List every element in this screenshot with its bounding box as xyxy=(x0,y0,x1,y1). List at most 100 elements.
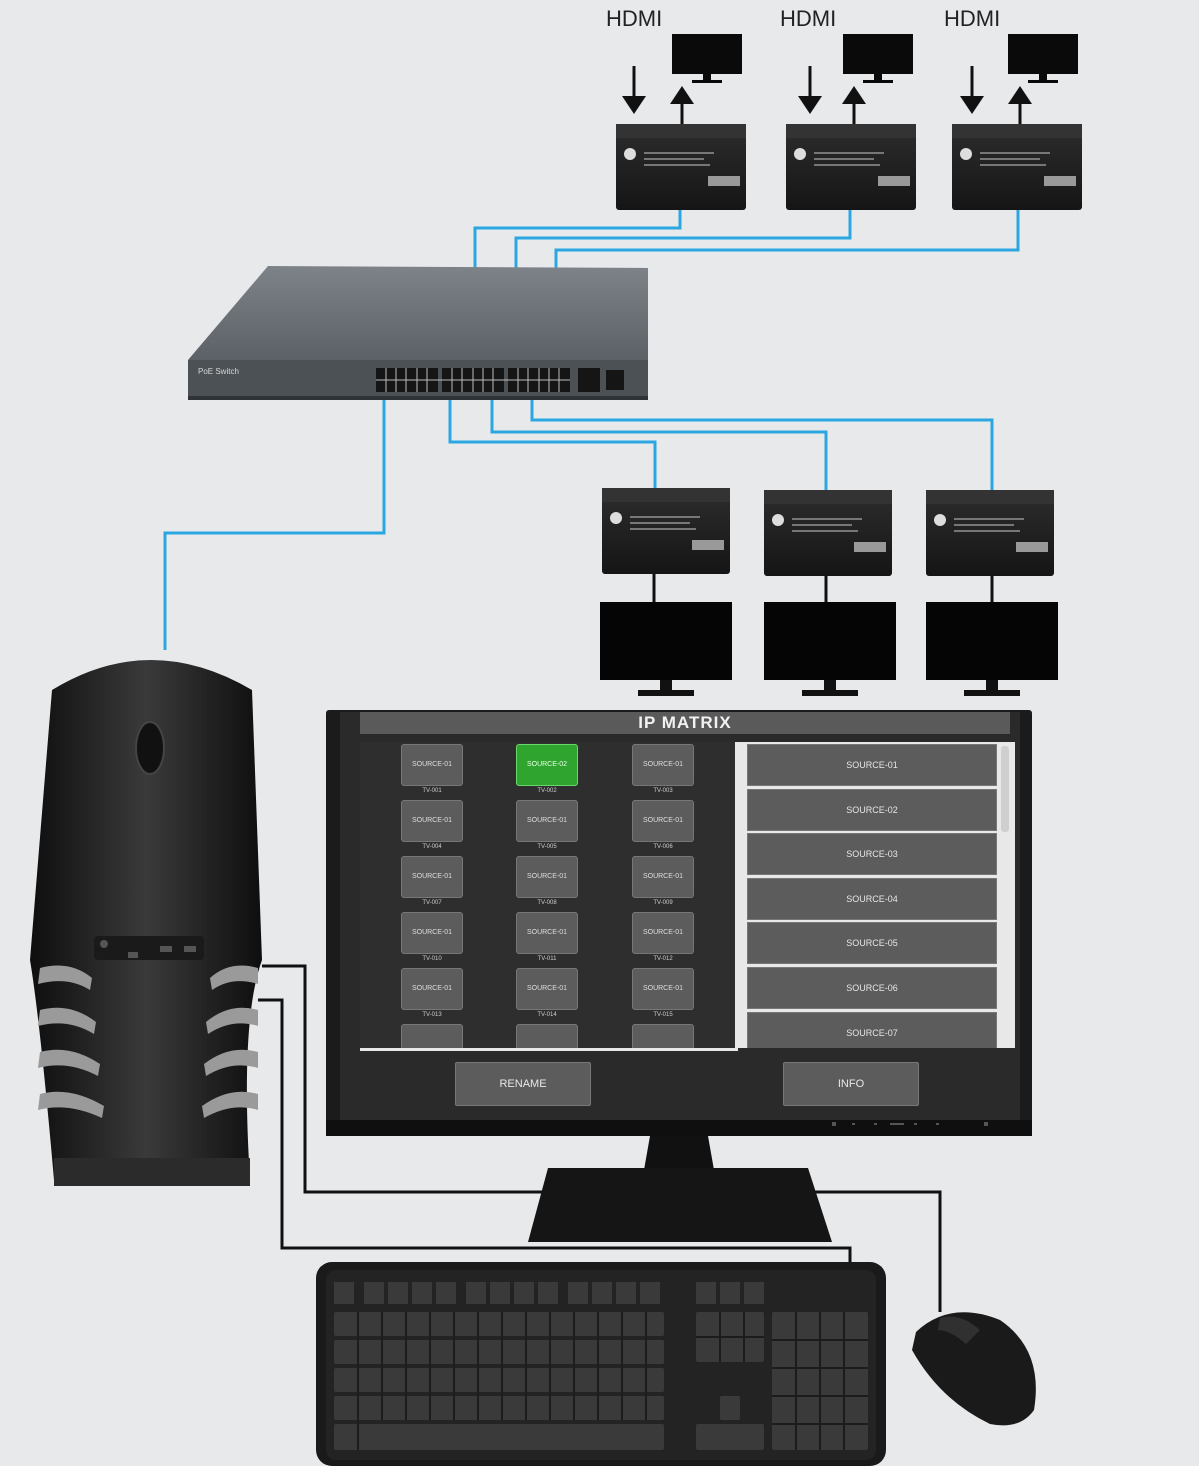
encoder-boxes xyxy=(616,124,1082,210)
encoder-inputs xyxy=(622,34,1078,124)
mouse xyxy=(912,1312,1036,1426)
tv-label: TV-006 xyxy=(653,844,673,850)
encoder-box-3 xyxy=(952,124,1082,210)
tv-source-button[interactable]: SOURCE-01 xyxy=(516,912,578,954)
decoder-box-1 xyxy=(602,488,730,602)
tv-label: TV-001 xyxy=(422,788,442,794)
tv-label: TV-003 xyxy=(653,788,673,794)
hdmi-label-1: HDMI xyxy=(606,6,663,31)
tv-label: TV-007 xyxy=(422,900,442,906)
cable-encoder-3 xyxy=(554,208,1020,268)
tv-source-button[interactable]: SOURCE-01 xyxy=(632,800,694,842)
tv-label: TV-014 xyxy=(537,1012,557,1018)
tv-label: TV-011 xyxy=(537,956,557,962)
tv-source-button[interactable]: SOURCE-01 xyxy=(401,912,463,954)
tv-source-button[interactable]: SOURCE-01 xyxy=(632,968,694,1010)
decoder-box-2 xyxy=(764,490,892,602)
source-list-item[interactable]: SOURCE-04 xyxy=(747,877,997,920)
source-list-item[interactable]: SOURCE-06 xyxy=(747,966,997,1009)
source-list-item[interactable]: SOURCE-02 xyxy=(747,788,997,831)
hdmi-label-3: HDMI xyxy=(944,6,1001,31)
monitor-neck xyxy=(644,1136,714,1170)
peripheral-cables xyxy=(258,964,942,1312)
tv-source-button[interactable]: SOURCE-01 xyxy=(516,856,578,898)
tv-label: TV-008 xyxy=(537,900,557,906)
tv-source-button[interactable]: SOURCE-01 xyxy=(401,744,463,786)
encoder-box-2 xyxy=(786,124,916,210)
switch-label: PoE Switch xyxy=(198,367,239,376)
hdmi-group-1 xyxy=(622,34,742,124)
tv-source-button[interactable]: SOURCE-01 xyxy=(401,856,463,898)
keyboard-main-keys xyxy=(334,1312,868,1450)
arrow-up-icon xyxy=(670,86,694,104)
monitor-icon xyxy=(843,34,913,83)
cable-pc xyxy=(163,398,386,650)
tv-source-button[interactable]: SOURCE-01 xyxy=(632,744,694,786)
tv-source-button[interactable]: SOURCE-01 xyxy=(516,800,578,842)
output-displays xyxy=(600,602,1058,696)
cable-monitor xyxy=(262,964,942,1312)
tv-source-button[interactable]: SOURCE-01 xyxy=(401,968,463,1010)
monitor-stand xyxy=(528,1168,832,1242)
tv-label: TV-002 xyxy=(537,788,557,794)
encoder-cables xyxy=(473,208,1020,268)
source-list-item[interactable]: SOURCE-07 xyxy=(747,1011,997,1048)
source-list-item[interactable]: SOURCE-01 xyxy=(747,744,997,786)
tv-source-button-partial xyxy=(401,1024,463,1048)
source-list-item[interactable]: SOURCE-05 xyxy=(747,922,997,965)
hdmi-group-3 xyxy=(960,34,1078,124)
tv-source-button-partial xyxy=(516,1024,578,1048)
encoder-box-1 xyxy=(616,124,746,210)
keyboard-function-row xyxy=(334,1282,764,1304)
rename-button[interactable]: RENAME xyxy=(455,1062,591,1106)
monitor-icon xyxy=(672,34,742,83)
display-3 xyxy=(926,602,1058,696)
tv-source-button[interactable]: SOURCE-01 xyxy=(632,856,694,898)
decoder-boxes xyxy=(602,488,1054,602)
arrow-down-icon xyxy=(960,96,984,114)
tv-label: TV-005 xyxy=(537,844,557,850)
cable-decoder-2 xyxy=(490,398,828,490)
tv-source-button[interactable]: SOURCE-02 xyxy=(516,744,578,786)
arrow-up-icon xyxy=(842,86,866,104)
monitor-icon xyxy=(1008,34,1078,83)
arrow-up-icon xyxy=(1008,86,1032,104)
tv-label: TV-004 xyxy=(422,844,442,850)
tv-source-button[interactable]: SOURCE-01 xyxy=(632,912,694,954)
cable-encoder-1 xyxy=(473,208,682,268)
hdmi-label-2: HDMI xyxy=(780,6,837,31)
decoder-cables xyxy=(163,398,994,650)
screen-title: IP MATRIX xyxy=(360,712,1010,734)
tv-source-button[interactable]: SOURCE-01 xyxy=(401,800,463,842)
pc-tower xyxy=(30,660,262,1186)
info-button[interactable]: INFO xyxy=(783,1062,919,1106)
tv-label: TV-010 xyxy=(422,956,442,962)
hdmi-group-2 xyxy=(798,34,913,124)
cable-keyboard xyxy=(258,998,852,1268)
arrow-down-icon xyxy=(622,96,646,114)
display-2 xyxy=(764,602,896,696)
source-list-item[interactable]: SOURCE-03 xyxy=(747,833,997,876)
tv-source-button[interactable]: SOURCE-01 xyxy=(516,968,578,1010)
source-list-scrollbar[interactable] xyxy=(1001,746,1009,832)
power-button-icon xyxy=(100,940,108,948)
tv-label: TV-009 xyxy=(653,900,673,906)
pc-side-vents xyxy=(38,965,258,1118)
cable-encoder-2 xyxy=(514,208,852,268)
